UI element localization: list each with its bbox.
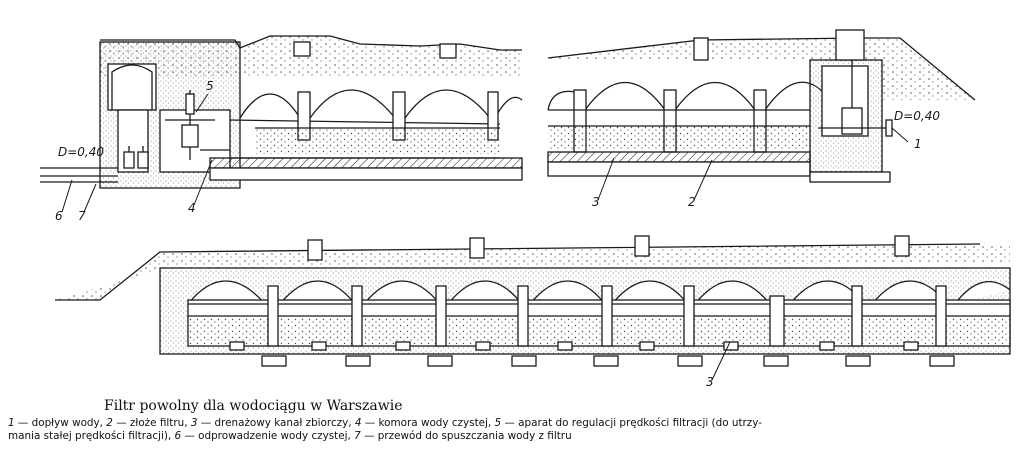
lower-pillars: [267, 285, 947, 347]
regulator-apparatus: [165, 90, 230, 160]
earth-cover-lower: [55, 244, 1010, 300]
upper-left-section: [40, 35, 523, 189]
legend-text-7: przewód do spuszczania wody z filtru: [377, 430, 572, 442]
legend-text-3: drenażowy kanał zbiorczy,: [214, 417, 352, 429]
upper-right-section: [547, 29, 976, 183]
earth-cover-right: [548, 38, 975, 100]
foundation-footings: [261, 355, 955, 367]
label-2: 2: [688, 195, 696, 209]
sand-bed-lower: [188, 316, 1010, 344]
outlet-valves: [123, 146, 149, 169]
label-6: 6: [55, 209, 63, 223]
figure-legend: 1 — dopływ wody, 2 — złoże filtru, 3 — d…: [8, 417, 1018, 443]
figure-title: Filtr powolny dla wodociągu w Warszawie: [104, 398, 403, 414]
label-3-lower: 3: [706, 375, 714, 389]
vent-shafts-lower: [307, 235, 910, 261]
legend-line-1: 1 — dopływ wody, 2 — złoże filtru, 3 — d…: [8, 417, 762, 429]
leader-lines: [61, 93, 909, 381]
sand-bed-upper-right: [548, 126, 810, 150]
legend-text-5: aparat do regulacji prędkości filtracji …: [518, 417, 762, 429]
label-5: 5: [206, 79, 214, 93]
legend-line-2: mania stałej prędkości filtracji), 6 — o…: [8, 430, 572, 442]
legend-text-1: dopływ wody,: [31, 417, 103, 429]
label-1: 1: [914, 137, 922, 151]
legend-key-5: 5: [494, 417, 502, 429]
legend-key-3: 3: [190, 417, 198, 429]
label-4: 4: [188, 201, 196, 215]
drain-channels-lower: [229, 341, 919, 351]
legend-text-5b: mania stałej prędkości filtracji),: [8, 430, 172, 442]
filter-cross-section-drawing: D=0,40 D=0,40 1 2 3 3 4 5 6 7: [40, 29, 1011, 389]
legend-key-2: 2: [106, 417, 113, 429]
label-3-upper: 3: [592, 195, 600, 209]
label-7: 7: [78, 209, 86, 223]
legend-text-2: złoże filtru,: [129, 417, 188, 429]
legend-text-4: komora wody czystej,: [378, 417, 492, 429]
legend-text-6: odprowadzenie wody czystej,: [198, 430, 351, 442]
label-d-right: D=0,40: [894, 109, 940, 123]
lower-section: [55, 235, 1011, 367]
label-d-left: D=0,40: [58, 145, 104, 159]
legend-key-4: 4: [354, 417, 362, 429]
legend-key-6: 6: [174, 430, 182, 442]
legend-key-7: 7: [354, 430, 361, 442]
legend-key-1: 1: [8, 417, 15, 429]
sand-bed-upper-left: [255, 128, 500, 154]
